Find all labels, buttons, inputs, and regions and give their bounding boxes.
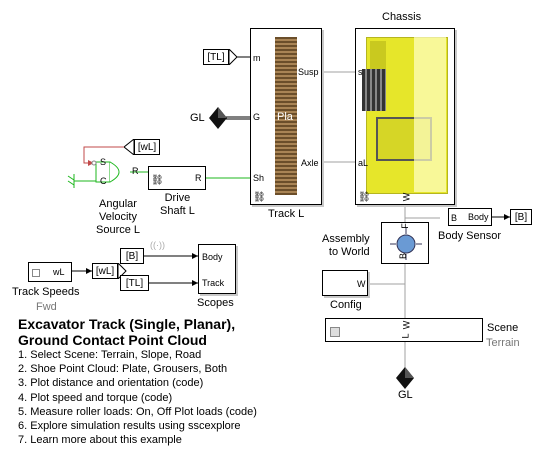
track-port-susp: Susp — [298, 67, 319, 77]
transform-icon — [390, 228, 422, 260]
drive-shaft-block[interactable]: ⛓ R — [148, 166, 206, 190]
body-sensor-port-b: B — [451, 213, 458, 223]
step-item[interactable]: 5. Measure roller loads: On, Off Plot lo… — [18, 405, 257, 418]
chassis-port-w: W — [401, 192, 412, 202]
track-texture-image — [275, 37, 297, 195]
tl-goto-tag[interactable]: [TL] — [203, 49, 229, 65]
b-goto-tag[interactable]: [B] — [510, 209, 532, 225]
config-label: Config — [330, 299, 362, 311]
slider-icon — [32, 269, 40, 277]
step-item[interactable]: 1. Select Scene: Terrain, Slope, Road — [18, 349, 202, 361]
wl-from-tag[interactable]: [wL] — [134, 139, 160, 155]
scene-icon — [330, 327, 340, 337]
scene-label: Scene — [487, 322, 519, 334]
angular-velocity-source-block[interactable] — [66, 154, 132, 190]
assembly-port-f: F — [399, 223, 410, 229]
drive-shaft-port-r: R — [195, 173, 202, 183]
track-port-g: G — [253, 112, 261, 122]
wifi-icon: ((·)) — [150, 240, 165, 250]
model-title: Excavator Track (Single, Planar), Ground… — [18, 316, 236, 348]
chassis-track-sprocket — [362, 69, 386, 111]
track-speeds-block[interactable]: wL — [28, 262, 72, 282]
body-sensor-port-body: Body — [468, 212, 489, 222]
chassis-shadow-region — [414, 37, 446, 192]
step-item[interactable]: 6. Explore simulation results using ssce… — [18, 420, 241, 433]
body-sensor-label: Body Sensor — [438, 230, 501, 242]
link-icon: ⛓ — [151, 175, 164, 186]
link-icon: ⛓ — [253, 192, 266, 203]
step-item[interactable]: 3. Plot distance and orientation (code) — [18, 377, 204, 390]
drive-shaft-label: Drive Shaft L — [160, 192, 195, 217]
config-port-w: W — [357, 279, 366, 289]
scene-block[interactable]: W L — [325, 318, 483, 342]
scopes-block[interactable]: Body Track — [198, 244, 236, 294]
assembly-port-b: B — [398, 252, 409, 260]
chassis-cab-image — [370, 41, 386, 69]
tl-from-tag[interactable]: [TL] — [120, 275, 149, 291]
step-item[interactable]: 2. Shoe Point Cloud: Plate, Grousers, Bo… — [18, 363, 228, 376]
track-port-sh: Sh — [253, 173, 265, 183]
wl-goto-tag[interactable]: [wL] — [92, 263, 118, 279]
track-speeds-sublabel: Fwd — [36, 301, 57, 313]
scene-port-l: L — [400, 333, 411, 339]
step-item[interactable]: 7. Learn more about this example — [18, 434, 182, 447]
chassis-block[interactable]: s aL W ⛓ — [355, 28, 455, 205]
assembly-block[interactable]: B F — [381, 222, 429, 264]
track-l-block[interactable]: Pla m G Sh Susp Axle ⛓ — [250, 28, 322, 205]
config-block[interactable]: W — [322, 270, 368, 296]
gl-bottom-label: GL — [398, 389, 413, 401]
tl-goto-arrow — [229, 49, 238, 65]
track-speeds-label: Track Speeds — [12, 286, 80, 298]
angular-port-c: C — [100, 176, 107, 186]
assembly-label: Assembly to World — [322, 233, 370, 258]
chassis-label: Chassis — [382, 11, 422, 23]
step-list: 1. Select Scene: Terrain, Slope, Road 2.… — [18, 348, 257, 447]
scene-sublabel: Terrain — [486, 337, 520, 349]
scopes-port-body: Body — [202, 252, 223, 262]
scene-port-w: W — [401, 320, 412, 330]
angular-velocity-label: Angular Velocity Source L — [96, 198, 141, 236]
scopes-label: Scopes — [197, 297, 234, 309]
body-sensor-block[interactable]: B Body — [448, 208, 492, 226]
track-speeds-port-wl: wL — [53, 267, 65, 277]
track-inner-text: Pla — [277, 111, 293, 123]
wl-from-arrow — [124, 139, 134, 155]
angular-port-r: R — [132, 166, 139, 176]
track-l-label: Track L — [268, 208, 305, 220]
track-port-m: m — [253, 53, 261, 63]
chassis-port-al: aL — [358, 158, 369, 168]
ground-connector-icon[interactable] — [395, 366, 415, 390]
gl-ground-label: GL — [190, 112, 205, 124]
link-icon: ⛓ — [358, 192, 371, 203]
step-item[interactable]: 4. Plot speed and torque (code) — [18, 391, 173, 404]
angular-port-s: S — [100, 157, 107, 167]
ground-connector-icon[interactable] — [208, 106, 228, 130]
b-from-tag[interactable]: [B] — [120, 248, 144, 264]
scopes-port-track: Track — [202, 278, 225, 288]
track-port-axle: Axle — [301, 158, 319, 168]
chassis-port-s: s — [358, 67, 363, 77]
